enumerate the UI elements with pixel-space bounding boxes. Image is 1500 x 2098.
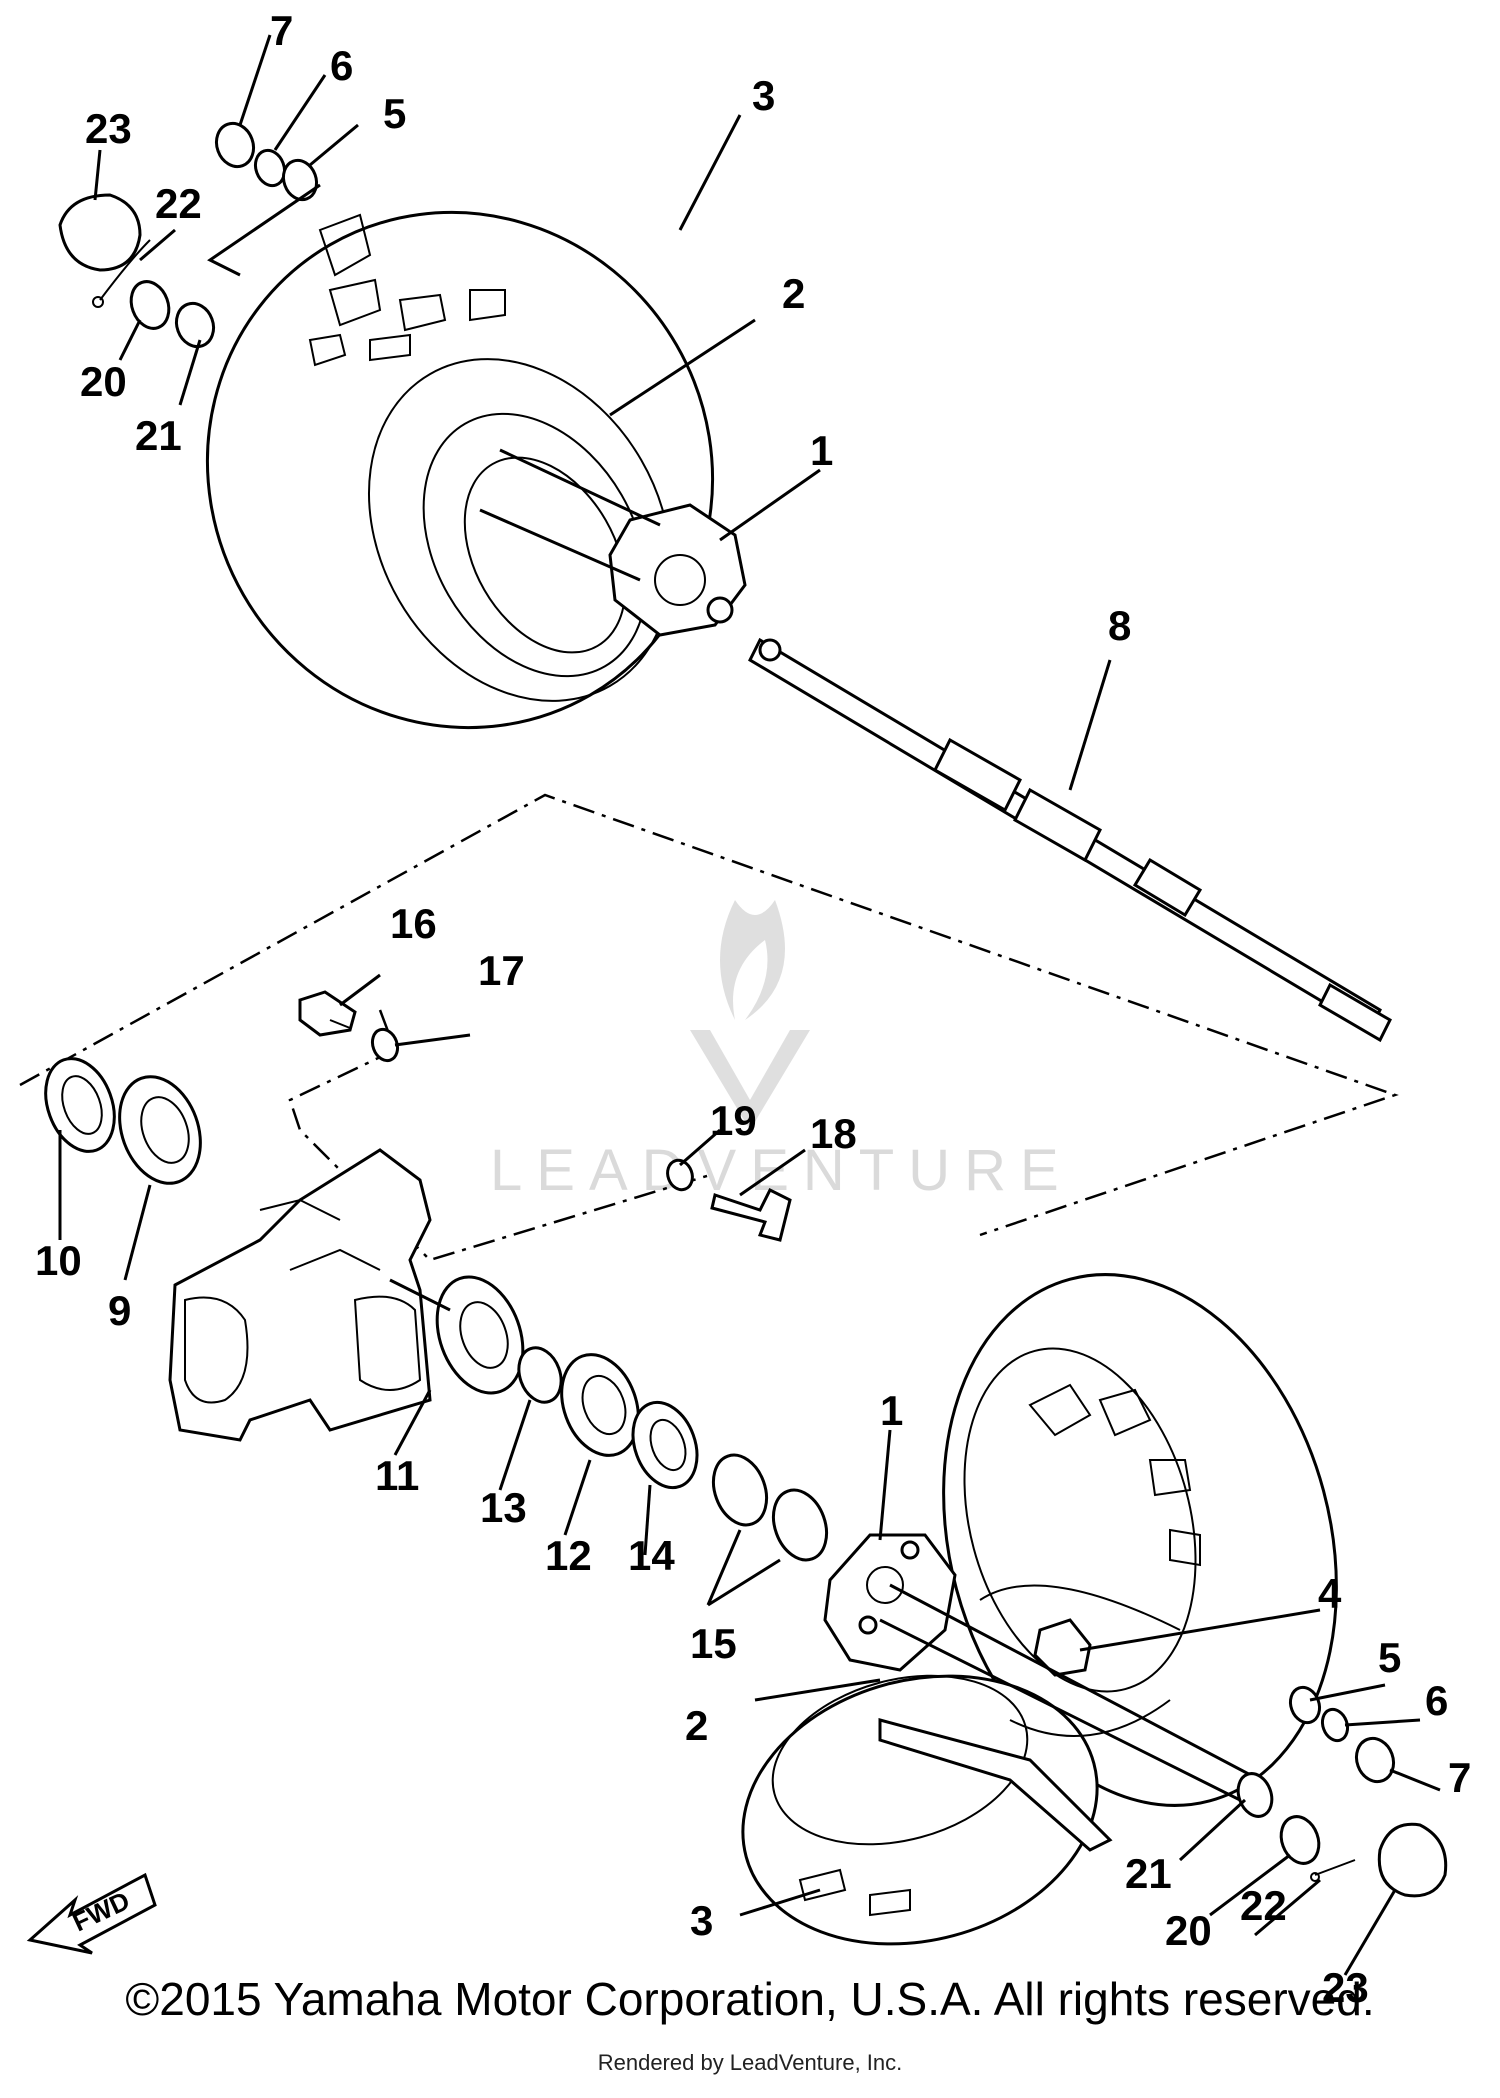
- lower-washer-21: [1236, 1772, 1274, 1818]
- callout-1-lower: 1: [880, 1387, 903, 1434]
- lower-cap-23: [1377, 1822, 1448, 1898]
- upper-cotter-pin-22: [92, 239, 151, 308]
- seals-15: [711, 1453, 829, 1562]
- bracket-4: [1033, 1618, 1092, 1677]
- callout-19: 19: [710, 1097, 757, 1144]
- callout-17: 17: [478, 947, 525, 994]
- callout-5-lower: 5: [1378, 1634, 1401, 1681]
- upper-washer-21: [174, 301, 216, 349]
- upper-cap-23: [58, 193, 142, 272]
- bolt-18: [710, 1187, 792, 1242]
- washer-17: [370, 1027, 400, 1063]
- callout-13: 13: [480, 1484, 527, 1531]
- oil-seal-14: [631, 1400, 699, 1490]
- callout-21-lower: 21: [1125, 1850, 1172, 1897]
- callout-23-upper: 23: [85, 105, 132, 152]
- callout-22-lower: 22: [1240, 1882, 1287, 1929]
- watermark-text: LEADVENTURE: [490, 1138, 1073, 1203]
- assembly-dash-lines: [19, 793, 1399, 1262]
- final-gear-case: [168, 1148, 432, 1442]
- callout-23-lower: 23: [1322, 1964, 1369, 2011]
- upper-wheel-hub: [608, 503, 747, 637]
- upper-washer-6: [253, 148, 287, 188]
- bearing-9: [118, 1075, 202, 1185]
- copyright-notice: ©2015 Yamaha Motor Corporation, U.S.A. A…: [125, 1973, 1375, 2025]
- callout-labels: 7 6 5 3 23 22 2 20 21 1 8 16 17 19 18 10…: [35, 7, 1471, 2011]
- lower-washer-6: [1320, 1707, 1350, 1743]
- lower-washer-5: [1288, 1685, 1322, 1725]
- lower-rim-2: [878, 1718, 1113, 1852]
- washer-19: [666, 1158, 694, 1192]
- callout-11: 11: [375, 1452, 419, 1499]
- callout-9: 9: [108, 1287, 131, 1334]
- callout-20-upper: 20: [80, 358, 127, 405]
- collar-13: [517, 1346, 563, 1404]
- rendered-by-note: Rendered by LeadVenture, Inc.: [597, 2050, 903, 2075]
- bolt-16: [298, 990, 357, 1037]
- callout-8: 8: [1108, 602, 1131, 649]
- lower-castle-nut-20: [1279, 1815, 1321, 1865]
- fwd-direction-arrow: FWD: [26, 1872, 157, 1955]
- rear-axle-shaft: [748, 637, 1392, 1043]
- callout-14: 14: [628, 1532, 675, 1579]
- callout-22-upper: 22: [155, 180, 202, 227]
- callout-2-upper: 2: [782, 270, 805, 317]
- lower-axle-nut-7: [1354, 1736, 1396, 1784]
- callout-3-upper: 3: [752, 72, 775, 119]
- callout-7-upper: 7: [270, 7, 293, 54]
- callout-3-lower: 3: [690, 1897, 713, 1944]
- upper-washer-5: [281, 158, 319, 202]
- oil-seal-10: [44, 1057, 116, 1153]
- callout-2-lower: 2: [685, 1702, 708, 1749]
- callout-7-lower: 7: [1448, 1754, 1471, 1801]
- callout-20-lower: 20: [1165, 1907, 1212, 1954]
- upper-castle-nut-20: [129, 280, 171, 330]
- callout-6-upper: 6: [330, 42, 353, 89]
- callout-18: 18: [810, 1110, 857, 1157]
- bearing-12: [560, 1353, 640, 1457]
- upper-rear-wheel: [205, 210, 715, 730]
- callout-21-upper: 21: [135, 412, 182, 459]
- callout-16: 16: [390, 900, 437, 947]
- callout-4: 4: [1318, 1570, 1342, 1617]
- callout-5-upper: 5: [383, 90, 406, 137]
- callout-12: 12: [545, 1532, 592, 1579]
- callout-10: 10: [35, 1237, 82, 1284]
- lower-cotter-pin-22: [1310, 1859, 1356, 1882]
- lower-wheel-hub: [823, 1533, 957, 1672]
- lower-rear-wheel: [741, 1273, 1338, 1946]
- upper-axle-nut-7: [214, 121, 256, 169]
- callout-6-lower: 6: [1425, 1677, 1448, 1724]
- leadventure-watermark: LEADVENTURE: [490, 900, 1073, 1203]
- upper-leader-lines: [93, 34, 1112, 791]
- lower-leader-lines: [58, 973, 1441, 1976]
- bearing-11: [435, 1275, 525, 1395]
- callout-1-upper: 1: [810, 427, 833, 474]
- callout-15: 15: [690, 1620, 737, 1667]
